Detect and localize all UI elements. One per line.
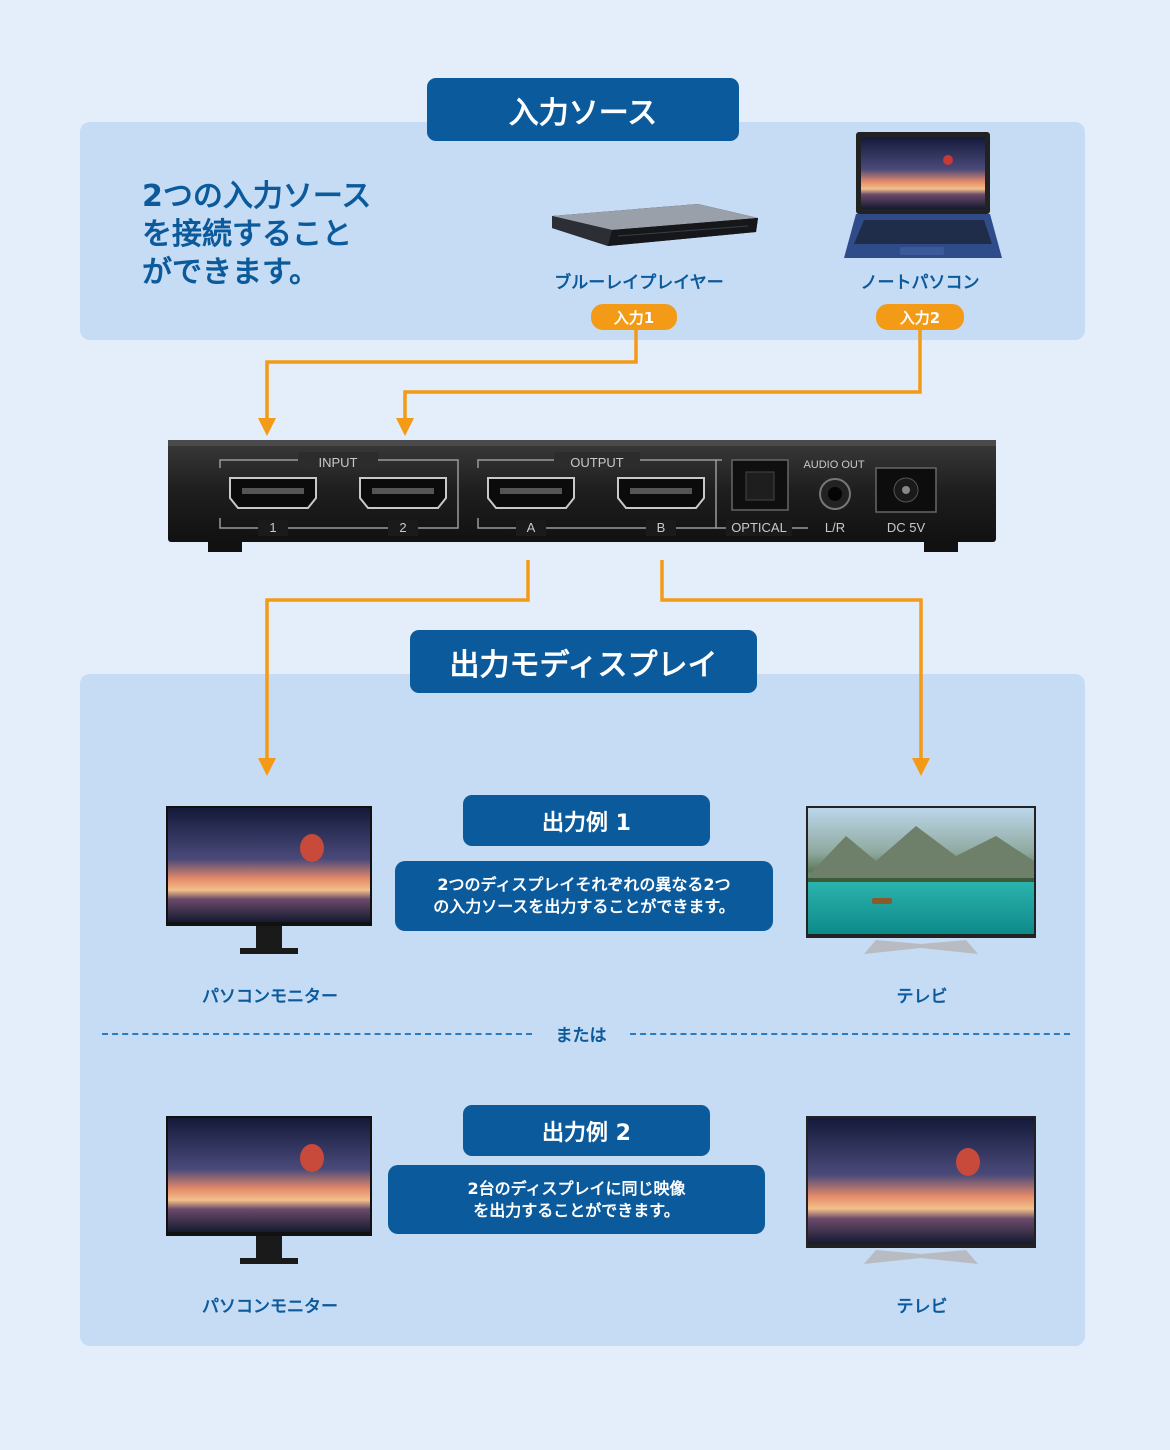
desc-line: を出力することができます。 xyxy=(473,1200,680,1220)
dc-label: DC 5V xyxy=(887,520,926,535)
pc-monitor-label: パソコンモニター xyxy=(202,1297,338,1317)
laptop-label: ノートパソコン xyxy=(860,273,980,293)
example1-description: 2つのディスプレイそれぞれの異なる2つ の入力ソースを出力することができます。 xyxy=(395,861,773,931)
desc-line: 2台のディスプレイに同じ映像 xyxy=(467,1178,686,1198)
input-port-1-label: 1 xyxy=(269,520,276,535)
separator-text: または xyxy=(555,1026,607,1046)
input-port-2-label: 2 xyxy=(399,520,406,535)
input1-arrow-line xyxy=(265,330,638,420)
pc-monitor-image xyxy=(166,806,372,954)
bluray-player-label: ブルーレイプレイヤー xyxy=(554,273,724,293)
tv-image xyxy=(806,1116,1036,1264)
output-port-b-label: B xyxy=(657,520,666,535)
output-port-a-label: A xyxy=(527,520,536,535)
input-headline: 2つの入力ソース を接続すること ができます。 xyxy=(142,178,371,292)
output-group-label: OUTPUT xyxy=(570,455,624,470)
input2-tag: 入力2 xyxy=(876,304,964,330)
input-arrows xyxy=(258,330,922,436)
output-display-title: 出力モディスプレイ xyxy=(410,630,757,693)
separator-line-right xyxy=(630,1033,1070,1035)
tv-image xyxy=(806,806,1036,954)
input-group-label: INPUT xyxy=(319,455,358,470)
laptop-image xyxy=(844,132,1002,258)
example2-title: 出力例 2 xyxy=(463,1105,710,1156)
pc-monitor-image xyxy=(166,1116,372,1264)
input-source-title: 入力ソース xyxy=(427,78,739,141)
input1-arrow-head xyxy=(258,418,276,436)
headline-line: 2つの入力ソース xyxy=(142,179,372,214)
input1-tag: 入力1 xyxy=(591,304,677,330)
optical-label: OPTICAL xyxy=(731,520,787,535)
output-b-arrow-line xyxy=(660,560,923,760)
example2-description: 2台のディスプレイに同じ映像 を出力することができます。 xyxy=(388,1165,765,1234)
input2-arrow-head xyxy=(396,418,414,436)
example1-title: 出力例 1 xyxy=(463,795,710,846)
output-a-arrow-head xyxy=(258,758,276,776)
tv-label: テレビ xyxy=(896,987,948,1007)
separator-line-left xyxy=(102,1033,532,1035)
headline-line: ができます。 xyxy=(142,255,319,290)
headline-line: を接続すること xyxy=(142,217,352,252)
hdmi-switch-image: INPUT OUTPUT 1 2 A B OPTICAL AUDIO OUT L… xyxy=(168,440,996,552)
desc-line: 2つのディスプレイそれぞれの異なる2つ xyxy=(437,875,731,894)
audio-out-label: AUDIO OUT xyxy=(803,459,864,471)
output-arrows xyxy=(258,560,930,776)
output-a-arrow-line xyxy=(265,560,530,760)
desc-line: の入力ソースを出力することができます。 xyxy=(433,897,735,916)
output-b-arrow-head xyxy=(912,758,930,776)
pc-monitor-label: パソコンモニター xyxy=(202,987,338,1007)
bluray-player-image xyxy=(552,204,758,246)
tv-label: テレビ xyxy=(896,1297,948,1317)
lr-label: L/R xyxy=(825,520,845,535)
input2-arrow-line xyxy=(403,330,922,420)
